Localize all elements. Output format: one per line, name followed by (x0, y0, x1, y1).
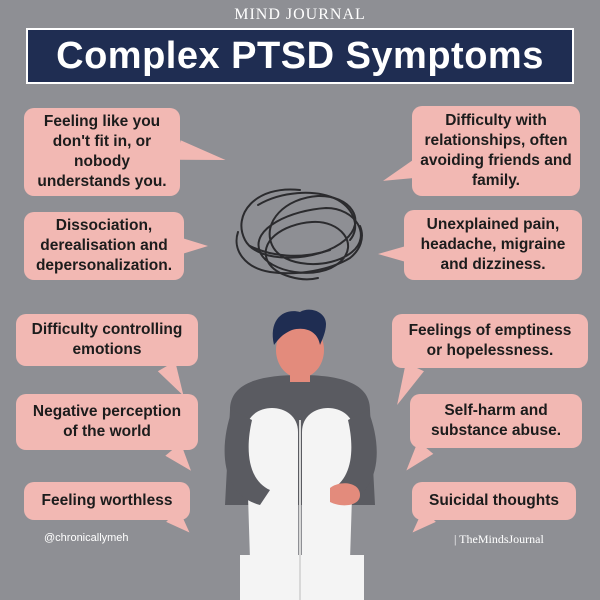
symptom-bubble-right-1: Difficulty with relationships, often avo… (412, 106, 580, 196)
person-knees (246, 408, 298, 560)
symptom-bubble-right-5: Suicidal thoughts (412, 482, 576, 520)
title-banner: Complex PTSD Symptoms (26, 28, 574, 84)
person-arm-left (224, 410, 270, 505)
symptom-bubble-left-1: Feeling like you don't fit in, or nobody… (24, 108, 180, 196)
brand-logo: MIND JOURNAL (234, 6, 366, 23)
page-title: Complex PTSD Symptoms (56, 34, 544, 77)
person-knees (302, 408, 354, 560)
symptom-bubble-right-2: Unexplained pain, headache, migraine and… (404, 210, 582, 280)
person-arm-right (330, 410, 377, 505)
symptom-bubble-left-2: Dissociation, derealisation and deperson… (24, 212, 184, 280)
bubble-tail (378, 246, 406, 262)
symptom-bubble-left-5: Feeling worthless (24, 482, 190, 520)
credit-instagram: @chronicallymeh (44, 532, 129, 544)
credit-publisher: | TheMindsJournal (454, 532, 544, 546)
symptom-bubble-right-4: Self-harm and substance abuse. (410, 394, 582, 448)
person-hand (330, 483, 360, 506)
symptom-bubble-left-3: Difficulty controlling emotions (16, 314, 198, 366)
person-hair (272, 309, 326, 345)
symptom-bubble-right-3: Feelings of emptiness or hopelessness. (392, 314, 588, 368)
scribble-graphic (235, 188, 363, 281)
symptom-bubble-left-4: Negative perception of the world (16, 394, 198, 450)
person-head (276, 322, 324, 378)
bubble-tail (182, 238, 208, 254)
